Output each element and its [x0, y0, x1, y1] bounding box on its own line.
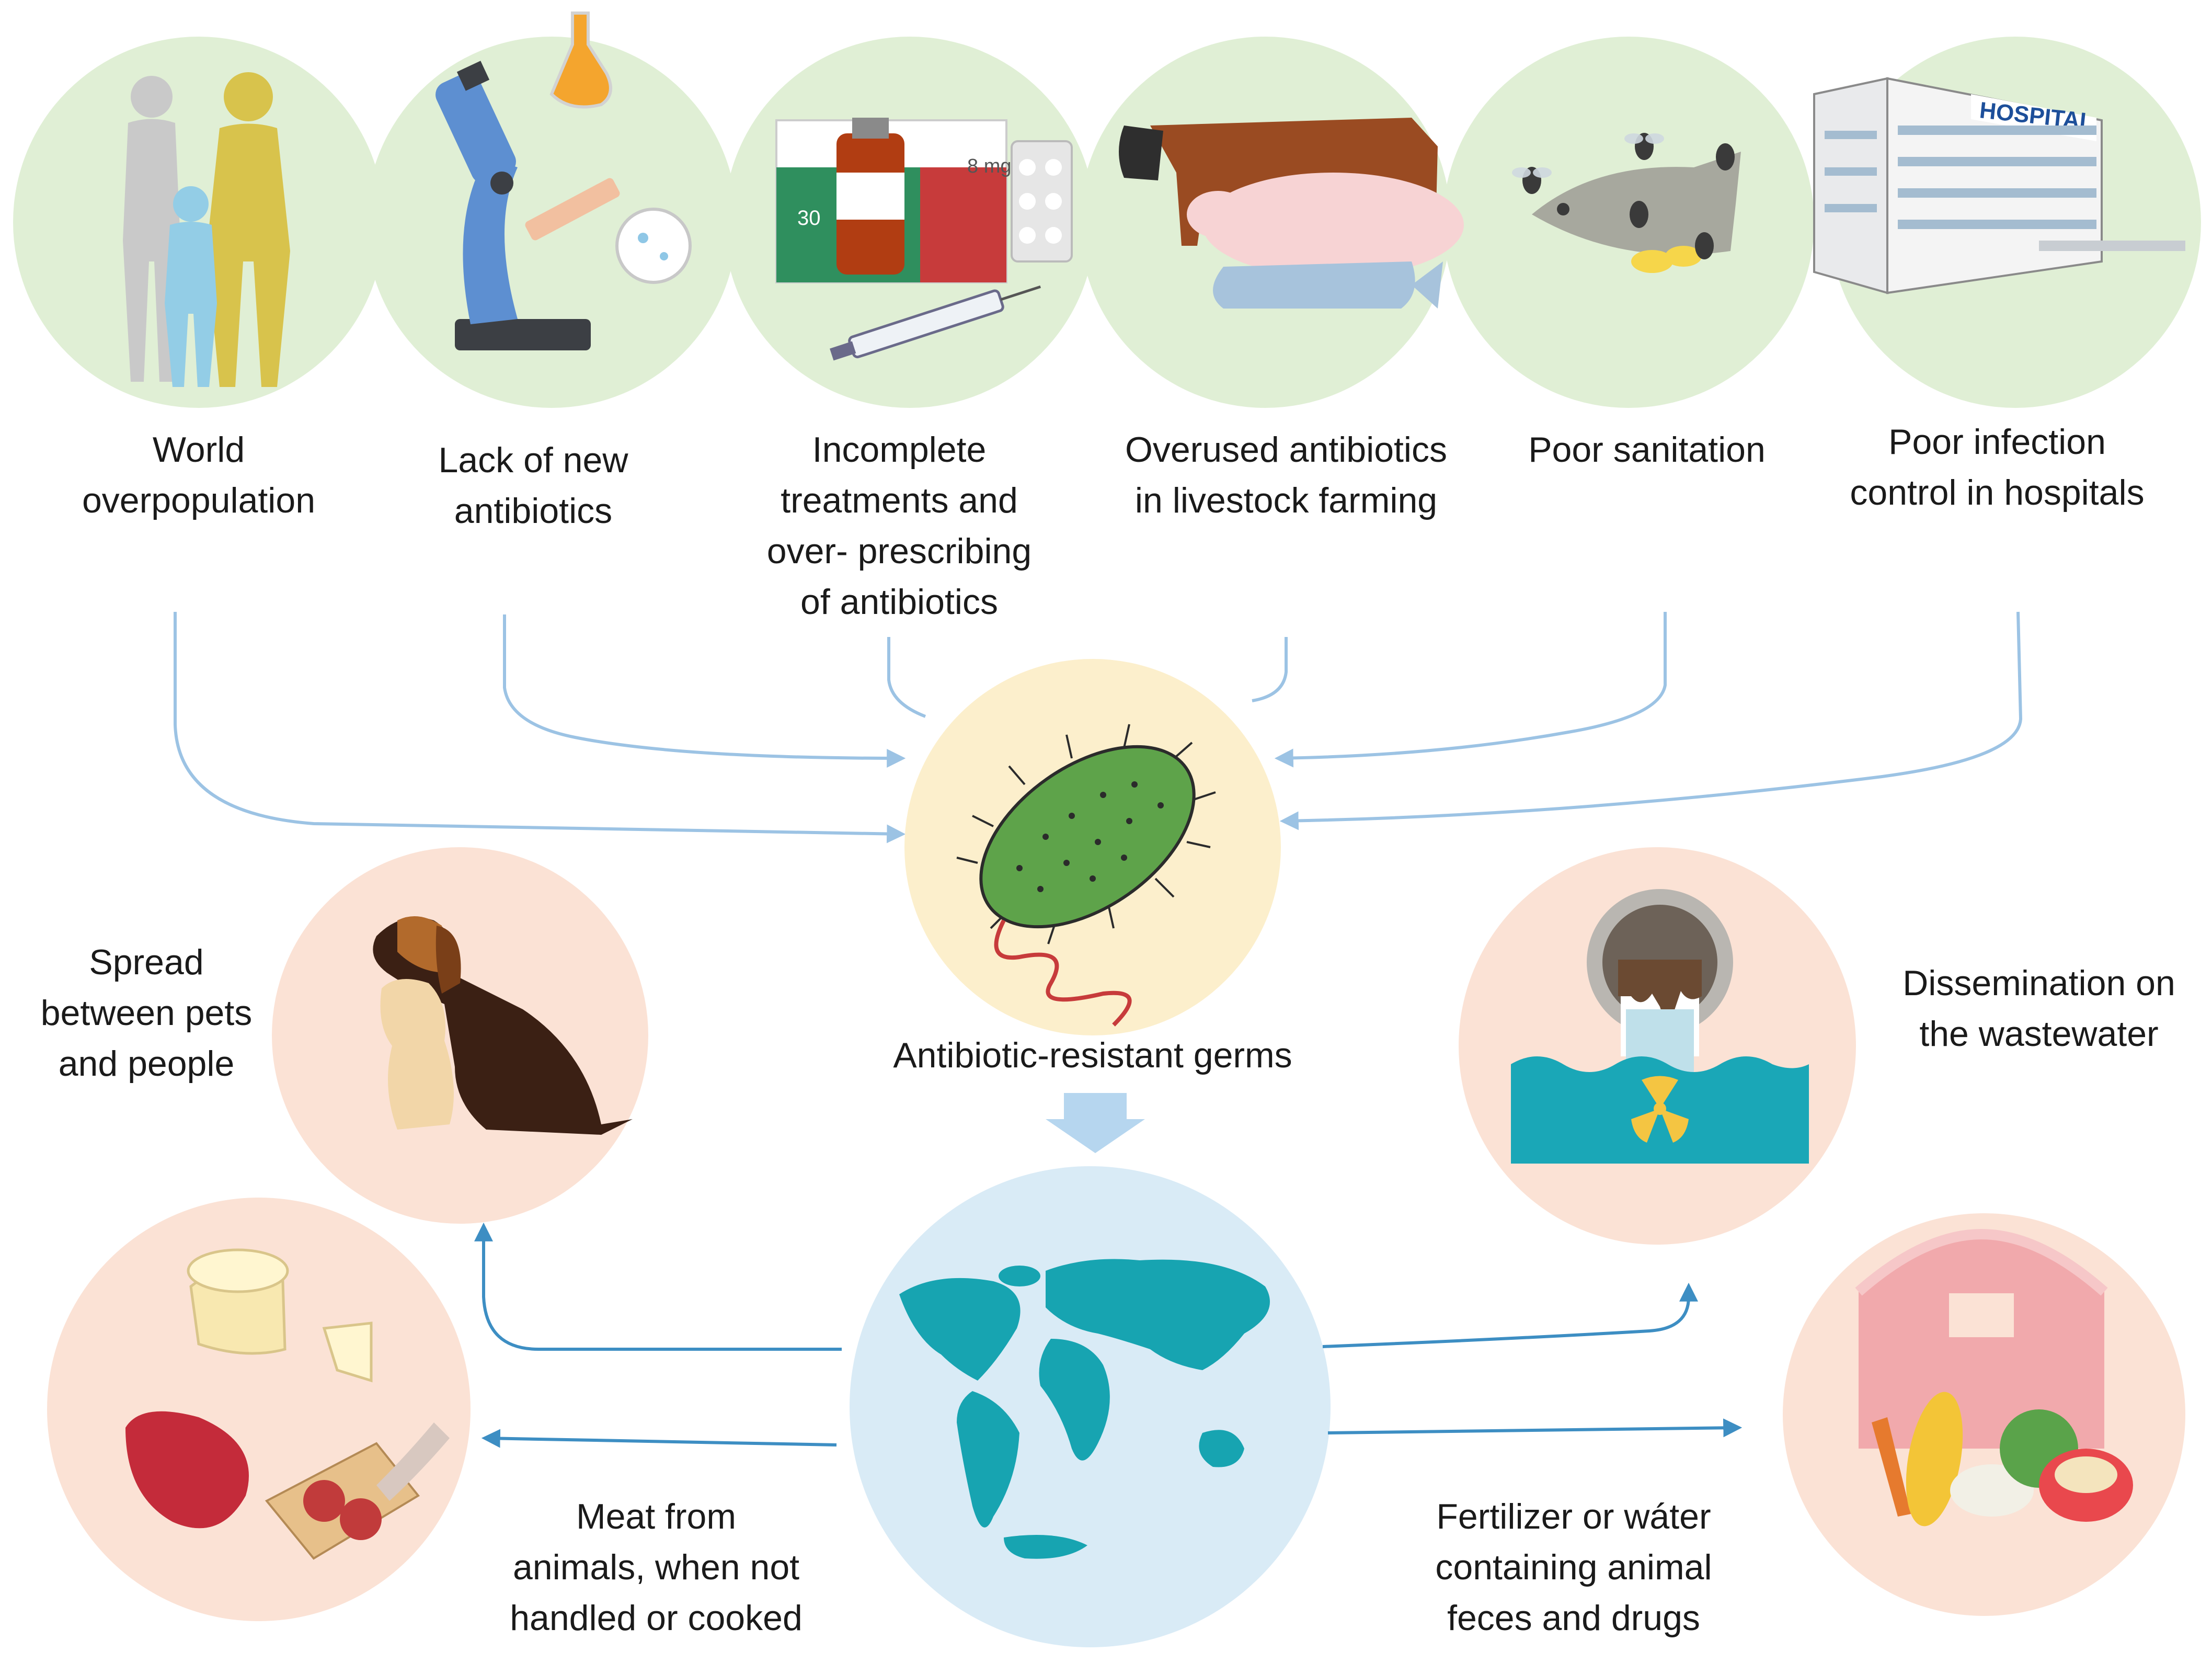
label-line: animals, when not	[512, 1547, 800, 1587]
family-silhouette-icon	[123, 72, 290, 387]
wastewater-pipe-icon	[1511, 889, 1809, 1164]
label-fertilizer-water: Fertilizer or wáter containing animal fe…	[1385, 1491, 1762, 1644]
label-lack-of-new-antibiotics: Lack of new antibiotics	[387, 435, 680, 537]
label-line: and people	[58, 1044, 235, 1084]
bacterium-icon	[956, 724, 1216, 1027]
arrow-world-to-wastewater	[1322, 1282, 1698, 1348]
label-line: Lack of new	[438, 440, 628, 480]
label-poor-infection-control: Poor infection control in hospitals	[1814, 417, 2180, 518]
label-line: Spread	[89, 942, 204, 982]
label-line: of antibiotics	[800, 582, 998, 622]
label-line: antibiotics	[454, 491, 613, 531]
medicine-box-icon: 8 mg 30	[775, 118, 1073, 361]
label-line: the wastewater	[1919, 1014, 2159, 1054]
label-meat-from-animals: Meat from animals, when not handled or c…	[473, 1491, 839, 1644]
label-incomplete-treatments: Incomplete treatments and over- prescrib…	[732, 425, 1067, 628]
label-wastewater-dissemination: Dissemination on the wastewater	[1861, 958, 2212, 1060]
arrow-overpopulation-to-germ	[174, 612, 906, 844]
hospital-building-icon: HOSPITAL	[1813, 77, 2185, 294]
label-line: containing animal	[1435, 1547, 1712, 1587]
label-line: Poor sanitation	[1528, 430, 1766, 470]
label-antibiotic-resistant-germs: Antibiotic-resistant germs	[826, 1030, 1359, 1081]
down-arrow	[1046, 1093, 1145, 1153]
label-line: overpopulation	[82, 481, 316, 520]
arrow-world-to-pets	[474, 1222, 842, 1351]
arrow-treatments-to-germ	[887, 637, 926, 718]
spread-arrows	[474, 1222, 1743, 1448]
label-livestock-farming: Overused antibiotics in livestock farmin…	[1087, 425, 1485, 526]
label-spread-pets-people: Spread between pets and people	[10, 937, 282, 1089]
world-map-icon	[899, 1259, 1270, 1559]
label-line: handled or cooked	[510, 1598, 803, 1638]
label-line: between pets	[40, 993, 253, 1033]
label-world-overpopulation: World overpopulation	[52, 425, 345, 526]
label-poor-sanitation: Poor sanitation	[1485, 425, 1809, 475]
microscope-icon	[435, 12, 692, 350]
meat-and-cheese-icon	[125, 1248, 450, 1560]
label-line: Fertilizer or wáter	[1436, 1497, 1711, 1536]
label-line: World	[152, 430, 245, 470]
label-line: Dissemination on	[1902, 963, 2175, 1003]
arrow-hospitals-to-germ	[1279, 611, 2023, 830]
label-line: Overused antibiotics	[1125, 430, 1448, 470]
label-line: Antibiotic-resistant germs	[893, 1035, 1292, 1075]
label-line: Meat from	[576, 1497, 737, 1536]
pets-icon	[373, 916, 633, 1135]
label-line: Incomplete	[812, 430, 987, 470]
arrow-world-to-meat	[481, 1429, 837, 1448]
label-line: treatments and	[781, 481, 1018, 520]
label-line: in livestock farming	[1134, 481, 1438, 520]
label-line: feces and drugs	[1447, 1598, 1700, 1638]
medicine-box-dose: 8 mg	[967, 155, 1011, 177]
arrow-world-to-fertilizer	[1327, 1418, 1743, 1438]
arrow-livestock-to-germ	[1252, 637, 1288, 702]
arrow-sanitation-to-germ	[1274, 612, 1667, 768]
label-line: over- prescribing	[766, 531, 1032, 571]
spoiled-fish-icon	[1512, 133, 1741, 273]
arrow-new-antibiotics-to-germ	[503, 614, 906, 768]
farm-produce-icon	[1855, 1228, 2133, 1527]
livestock-icon	[1119, 118, 1464, 309]
label-line: control in hospitals	[1850, 473, 2145, 512]
cause-arrows	[174, 611, 2023, 844]
label-line: Poor infection	[1888, 422, 2106, 462]
medicine-box-count: 30	[797, 207, 821, 230]
